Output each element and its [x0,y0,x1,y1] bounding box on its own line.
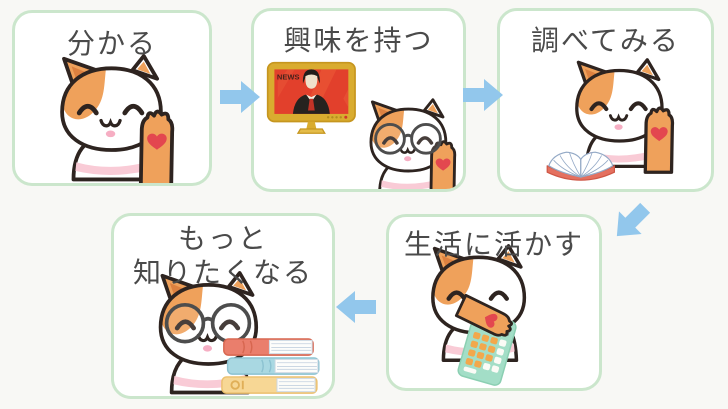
step-box-understand: 分かる [12,10,212,186]
book-stack-icon [221,338,320,394]
cat-paw-icon [643,106,675,174]
cat-paw-icon [138,109,175,183]
step-label: もっと 知りたくなる [132,224,313,289]
step-box-research: 調べてみる [497,8,714,192]
tv-news-label: NEWS [277,72,300,81]
open-book-icon [546,151,616,181]
step-label: 調べてみる [531,26,680,57]
step-box-interest: 興味を持つ NEWS [251,8,466,192]
step-box-apply-to-life: 生活に活かす [386,214,602,391]
book-yellow [221,376,318,394]
book-blue [226,357,320,375]
book-red [223,338,314,356]
news-tv-and-cat-illustration: NEWS [266,61,457,189]
tv-news-icon: NEWS [266,61,356,134]
cat-with-glasses-and-books-illustration [114,216,320,396]
arrow-right-icon [463,79,503,111]
arrow-right-icon [220,81,260,113]
step-box-want-to-know-more: もっと 知りたくなる [111,213,335,399]
cat-with-open-book-illustration [546,11,675,181]
step-label: 分かる [66,29,157,60]
cat-holding-calculator-illustration [389,217,599,386]
arrow-down-left-icon [616,202,651,237]
step-label: 興味を持つ [283,26,434,57]
arrow-left-icon [336,291,376,323]
step-label: 生活に活かす [403,230,584,261]
